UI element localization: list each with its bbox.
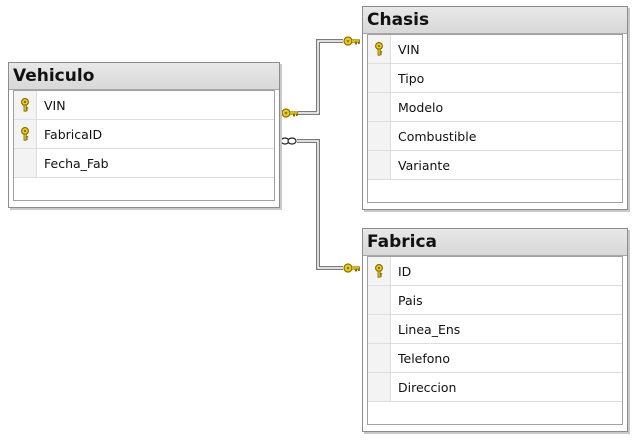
key-end-icon	[343, 263, 360, 273]
column-row[interactable]: Combustible	[368, 122, 622, 151]
column-selector	[14, 149, 37, 177]
column-selector	[368, 64, 391, 92]
column-row[interactable]: Fecha_Fab	[14, 149, 274, 178]
column-row[interactable]: Pais	[368, 286, 622, 315]
column-selector	[368, 373, 391, 401]
column-selector	[368, 344, 391, 372]
column-name: FabricaID	[44, 126, 103, 142]
column-name: Modelo	[398, 99, 444, 115]
column-row[interactable]: Modelo	[368, 93, 622, 122]
column-selector	[368, 315, 391, 343]
table-title[interactable]: Vehiculo	[9, 63, 279, 90]
column-row[interactable]: VIN	[14, 91, 274, 120]
relationship-vehiculo-fabrica[interactable]	[297, 139, 343, 270]
primary-key-icon	[368, 35, 391, 63]
primary-key-icon	[14, 120, 37, 148]
column-row[interactable]: Tipo	[368, 64, 622, 93]
column-row[interactable]: Telefono	[368, 344, 622, 373]
column-name: VIN	[398, 41, 420, 57]
table-vehiculo[interactable]: Vehiculo VIN FabricaID Fecha_Fab	[8, 62, 280, 208]
column-name: Direccion	[398, 379, 457, 395]
column-row[interactable]: Linea_Ens	[368, 315, 622, 344]
column-name: VIN	[44, 97, 66, 113]
relationship-vehiculo-chasis[interactable]	[298, 39, 343, 115]
column-name: Pais	[398, 292, 423, 308]
primary-key-icon	[368, 257, 391, 285]
column-name: Combustible	[398, 128, 477, 144]
column-name: Telefono	[398, 350, 450, 366]
column-name: Linea_Ens	[398, 321, 461, 337]
primary-key-icon	[14, 91, 37, 119]
column-row[interactable]: Direccion	[368, 373, 622, 402]
column-selector	[368, 122, 391, 150]
column-row[interactable]: FabricaID	[14, 120, 274, 149]
column-name: ID	[398, 263, 412, 279]
column-selector	[368, 151, 391, 179]
column-selector	[368, 93, 391, 121]
column-selector	[368, 286, 391, 314]
key-end-icon	[343, 36, 360, 46]
column-row[interactable]: ID	[368, 257, 622, 286]
table-title[interactable]: Chasis	[363, 7, 627, 34]
column-name: Variante	[398, 157, 451, 173]
column-name: Fecha_Fab	[44, 155, 109, 171]
column-list: VIN FabricaID Fecha_Fab	[13, 90, 275, 201]
column-row[interactable]: Variante	[368, 151, 622, 180]
column-name: Tipo	[398, 70, 425, 86]
table-title[interactable]: Fabrica	[363, 229, 627, 256]
infinity-end-icon	[280, 137, 297, 145]
key-end-icon	[281, 108, 298, 118]
column-row[interactable]: VIN	[368, 35, 622, 64]
